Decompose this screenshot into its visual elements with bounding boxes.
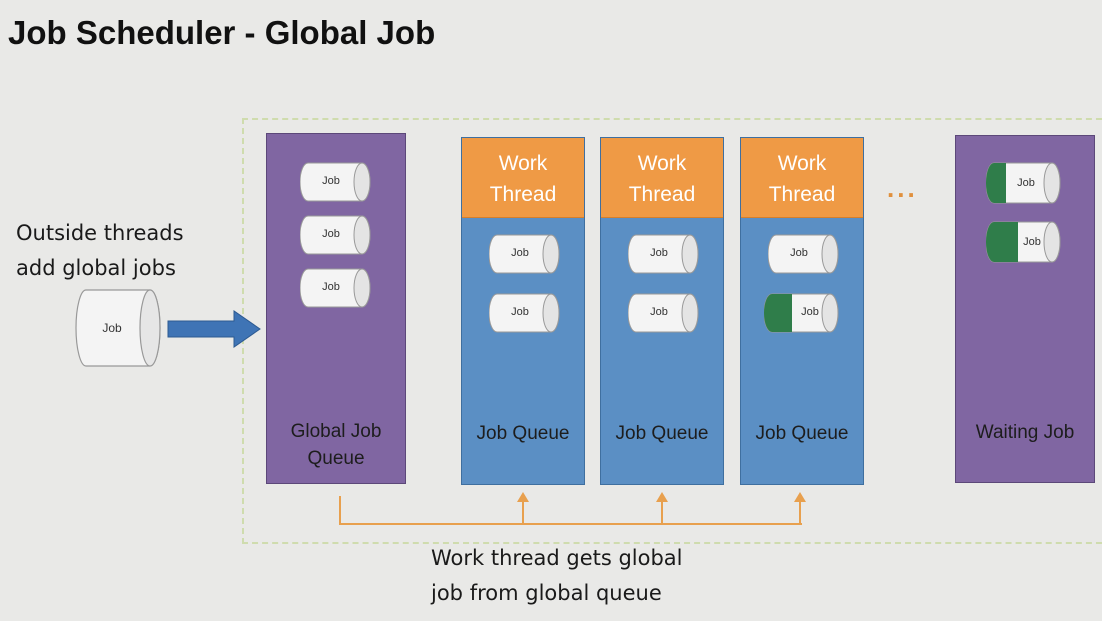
job-label: Job: [650, 247, 668, 259]
work-thread-header-line1: Work: [637, 152, 687, 175]
work-thread-header-line1: Work: [777, 152, 827, 175]
job-label: Job: [322, 228, 340, 240]
work-thread-header-line1: Work: [498, 152, 548, 175]
job-plain: Job: [628, 292, 700, 333]
job-in-progress: Job: [764, 292, 840, 333]
slide-title: Job Scheduler - Global Job: [8, 14, 436, 51]
job-plain: Job: [628, 233, 700, 274]
waiting-job-label: Waiting Job: [975, 422, 1075, 443]
job-in-progress: Job: [986, 220, 1062, 263]
job-label: Job: [511, 306, 529, 318]
job-plain: Job: [300, 267, 372, 308]
job-plain: Job: [489, 233, 561, 274]
global-queue-label-line1: Global Job: [290, 421, 382, 442]
job-queue-label: Job Queue: [755, 423, 849, 444]
job-queue-label: Job Queue: [615, 423, 709, 444]
outside-label-line2: add global jobs: [16, 256, 176, 280]
work-thread-header-line2: Thread: [628, 183, 696, 206]
job-in-progress: Job: [986, 161, 1062, 204]
work-thread-3: Work Thread Job Queue: [740, 137, 864, 485]
fetch-connector: [339, 492, 806, 525]
global-queue-label: Global Job Queue: [267, 418, 405, 472]
job-queue-label: Job Queue: [476, 423, 570, 444]
outside-threads-label: Outside threads add global jobs: [16, 216, 226, 286]
outside-job: Job: [74, 286, 162, 370]
work-thread-header: Work Thread: [462, 138, 584, 218]
job-plain: Job: [768, 233, 840, 274]
add-job-arrow: [167, 310, 261, 348]
job-label: Job: [1023, 236, 1041, 248]
work-thread-header: Work Thread: [601, 138, 723, 218]
job-plain: Job: [489, 292, 561, 333]
job-label: Job: [102, 321, 122, 335]
job-label: Job: [801, 306, 819, 318]
job-label: Job: [322, 281, 340, 293]
work-thread-2: Work Thread Job Queue: [600, 137, 724, 485]
work-thread-header-line2: Thread: [489, 183, 557, 206]
job-label: Job: [511, 247, 529, 259]
work-thread-header-line2: Thread: [768, 183, 836, 206]
bottom-caption-line1: Work thread gets global: [431, 546, 683, 570]
job-plain: Job: [300, 214, 372, 255]
bottom-caption: Work thread gets global job from global …: [431, 541, 761, 611]
job-label: Job: [322, 175, 340, 187]
job-label: Job: [650, 306, 668, 318]
job-label: Job: [1017, 177, 1035, 189]
more-threads-ellipsis: ...: [887, 173, 918, 203]
outside-label-line1: Outside threads: [16, 221, 184, 245]
job-plain: Job: [300, 161, 372, 202]
global-queue-label-line2: Queue: [307, 448, 365, 469]
bottom-caption-line2: job from global queue: [431, 581, 662, 605]
job-label: Job: [790, 247, 808, 259]
work-thread-header: Work Thread: [741, 138, 863, 218]
